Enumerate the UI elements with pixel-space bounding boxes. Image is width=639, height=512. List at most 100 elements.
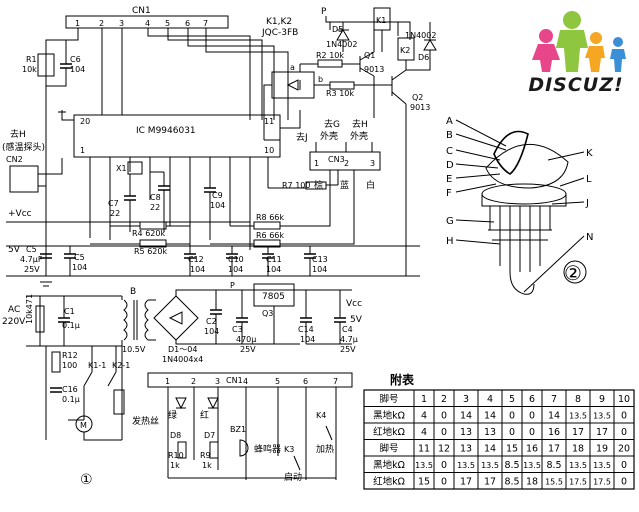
r2-label: R2 10k: [316, 51, 344, 60]
table-cell: 0: [621, 427, 627, 438]
cn1-bottom-pin: 1: [165, 377, 170, 386]
part-letter: N: [586, 232, 593, 243]
to-g-label-2: 外壳: [320, 130, 338, 142]
bz1-label: BZ1: [230, 425, 246, 434]
r6-label: R6 66k: [256, 231, 284, 240]
white-wire-label: 白: [366, 179, 375, 191]
part-leader-line: [523, 235, 585, 293]
c5b-label: C5: [74, 253, 85, 262]
c16-capacitor: [50, 387, 62, 393]
table-cell: 4: [421, 427, 427, 438]
r1-label: R1: [26, 55, 37, 64]
ic-pin20: 20: [80, 117, 90, 126]
c1-label: C1: [64, 307, 75, 316]
table-cell: 19: [596, 444, 608, 455]
to-h-label-2: 外壳: [350, 130, 368, 142]
varistor: [35, 305, 45, 333]
figure-2-circle: [563, 260, 587, 284]
table-cell: 17: [460, 477, 472, 488]
c2-capacitor: [210, 309, 222, 315]
v5-out-label: 5V: [350, 315, 363, 325]
r1-value: 10k: [22, 65, 37, 74]
sensor-probe-illustration: [481, 130, 569, 295]
c9-label: C9: [212, 191, 223, 200]
part-leader-line: [455, 149, 501, 161]
cn1-top-pin: 7: [203, 19, 208, 28]
table-cell: 0: [621, 460, 627, 471]
table-cell: 17: [596, 427, 608, 438]
cn1-bottom-pin: 6: [303, 377, 308, 386]
d7-label: D7: [204, 431, 215, 440]
d5-part-label: 1N4002: [326, 40, 357, 49]
x1-label: X1: [116, 164, 127, 173]
k4-switch: [325, 425, 333, 441]
brown-wire-label: 棕: [314, 179, 323, 191]
r2-resistor: [317, 59, 343, 68]
vcc-out-label: Vcc: [346, 299, 362, 309]
table-cell: 13: [460, 444, 472, 455]
v105-label: 10.5V: [122, 345, 146, 354]
vcc-label: +Vcc: [8, 209, 32, 219]
cn1-bottom-connector: [147, 372, 353, 388]
cn1-bottom-label: CN1: [226, 376, 243, 385]
heater-element: [113, 389, 125, 415]
table-cell: 13.5: [457, 461, 475, 470]
r10-value: 1k: [170, 461, 180, 470]
table-title: 附表: [390, 372, 415, 387]
table-cell: 18: [526, 477, 538, 488]
table-cell: 9: [599, 394, 605, 405]
table-cell: 17: [484, 477, 496, 488]
k3-switch: [293, 455, 301, 471]
c2-value: 104: [204, 327, 219, 336]
table-cell: 13.5: [569, 461, 587, 470]
figure-1-marker: ①: [80, 472, 93, 488]
table-cell: 14: [484, 411, 496, 422]
c8-capacitor: [158, 185, 170, 191]
k2-1-label: K2-1: [112, 361, 130, 370]
cn1-top-pin: 3: [119, 19, 124, 28]
buzzer: [239, 439, 249, 457]
v5-label: 5V: [8, 245, 21, 255]
table-cell: 14: [460, 411, 472, 422]
relay-model-label-2: JQC-3FB: [261, 28, 298, 38]
r7-label: R7 100: [282, 181, 310, 190]
table-cell: 0: [441, 460, 447, 471]
c4-voltage: 25V: [340, 345, 356, 354]
part-leader-line: [455, 173, 501, 179]
table-cell: 3: [463, 394, 469, 405]
red-led-label: 红: [200, 409, 209, 421]
table-cell: 16: [526, 444, 538, 455]
d5-diode: [336, 22, 350, 52]
q3-label: Q3: [262, 309, 273, 318]
cn1-top-label: CN1: [132, 6, 151, 16]
cn1-bottom-pin: 4: [243, 377, 248, 386]
c6-value: 104: [70, 65, 85, 74]
q1-label: Q1: [364, 51, 375, 60]
buzzer-label: 蜂鸣器: [254, 443, 281, 455]
d6-diode: [405, 22, 437, 71]
r1-resistor: [37, 53, 55, 77]
r8-resistor: [253, 221, 281, 230]
c12-value: 104: [190, 265, 205, 274]
table-cell: 11: [418, 444, 430, 455]
relay-model-label: K1,K2: [266, 17, 292, 27]
r9-resistor: [209, 441, 219, 459]
part-letter: C: [446, 146, 453, 157]
c3-capacitor: [236, 317, 248, 323]
table-cell: 13.5: [569, 412, 587, 421]
a-node-label: a: [290, 63, 295, 72]
k3-label: K3: [284, 445, 294, 454]
c7-label: C7: [108, 199, 119, 208]
cn1-bottom-pin: 7: [333, 377, 338, 386]
cn1-bottom-pin: 5: [275, 377, 280, 386]
table-cell: 红地kΩ: [373, 476, 405, 488]
q2-part: 9013: [410, 103, 430, 112]
table-cell: 5: [509, 394, 515, 405]
reg-label: 7805: [262, 292, 285, 302]
c8-label: C8: [150, 193, 161, 202]
cn3-connector: [309, 151, 381, 171]
c14-value: 104: [300, 335, 315, 344]
r4-resistor: [139, 221, 167, 230]
part-leader-line: [455, 183, 497, 193]
